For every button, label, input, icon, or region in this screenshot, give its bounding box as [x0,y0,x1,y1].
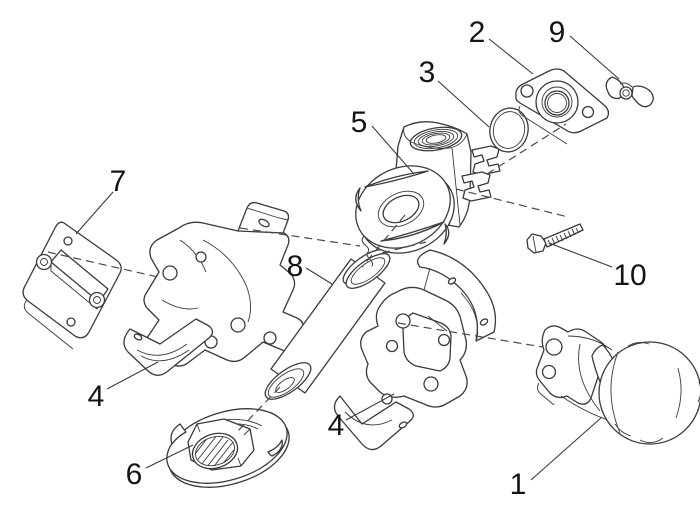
part-2-flange-cover [515,68,610,145]
callout-labels: 1 2 3 4 4 5 6 7 8 9 10 [88,16,647,501]
axis-strainer-bottom [235,386,281,434]
part-10-bolt [526,223,584,254]
threaded-port [409,126,463,152]
axis-bolt [455,188,569,218]
knob [598,341,700,445]
part-1-knob-assembly [535,325,700,445]
part-8-strainer-tube [264,249,391,400]
leader-6 [145,444,194,469]
leader-8 [305,267,333,285]
part-6-flange-nut [166,408,290,488]
leader-5 [371,125,415,175]
leader-7 [75,191,114,235]
leader-4-right [345,393,395,421]
leader-4-left [106,361,159,390]
axis-yoke-to-knob [397,322,544,348]
axis-cover2-wingnut [486,123,567,175]
callout-3: 3 [419,56,436,89]
callout-4-right: 4 [328,409,345,442]
axis-yoke-ear [239,227,361,247]
part-4-yoke-right [333,249,497,451]
callout-5: 5 [351,106,368,139]
leader-1 [530,416,603,481]
callout-10: 10 [613,259,646,292]
axis-cover-to-yoke [47,251,159,278]
part-7-cover-plate [22,221,122,350]
part-3-o-ring [489,107,529,153]
part-9-wing-nut [605,76,654,108]
axis-break-to-arm [381,241,427,254]
valve-flange [355,165,455,254]
leader-2 [488,38,534,75]
callout-4-left: 4 [88,380,105,413]
callout-9: 9 [549,16,566,49]
callout-7: 7 [110,165,127,198]
clip-bracket [461,145,501,202]
leader-10 [548,242,613,268]
assembly-dashed-lines [47,123,569,434]
callout-6: 6 [126,458,143,491]
axis-strainer-top [361,214,406,268]
callout-1: 1 [510,468,527,501]
leader-9 [569,35,620,80]
part-4-yoke-left [123,201,305,376]
part-5-valve-body [355,121,501,254]
callout-8: 8 [287,250,304,283]
leader-lines [75,35,620,481]
break-squiggle [361,235,374,267]
callout-2: 2 [469,16,486,49]
leader-3 [437,80,490,128]
